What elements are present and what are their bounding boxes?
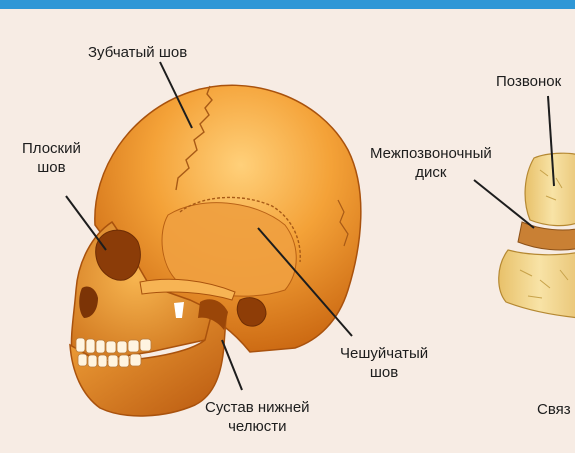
leader-jaw [222,340,242,390]
skull [70,85,361,416]
label-disc-line1: Межпозвоночный [370,144,492,163]
label-vertebra: Позвонок [496,72,561,91]
label-flat-suture-line2: шов [22,158,81,177]
intervertebral-disc-shape [518,222,575,250]
label-coronal-suture: Зубчатый шов [88,43,187,62]
vertebra-upper [525,153,575,225]
label-flat-suture-line1: Плоский [22,139,81,158]
label-jaw-joint: Сустав нижней челюсти [205,398,310,436]
vertebra-lower [499,250,575,318]
label-squamous-line1: Чешуйчатый [340,344,428,363]
spine-segment [499,153,575,318]
label-jaw-line2: челюсти [205,417,310,436]
ear-canal [237,298,266,326]
label-squamous-suture: Чешуйчатый шов [340,344,428,382]
label-ligament: Связ [537,400,571,419]
label-flat-suture: Плоский шов [22,139,81,177]
label-squamous-line2: шов [340,363,428,382]
label-jaw-line1: Сустав нижней [205,398,310,417]
label-disc-line2: диск [370,163,492,182]
label-intervertebral-disc: Межпозвоночный диск [370,144,492,182]
